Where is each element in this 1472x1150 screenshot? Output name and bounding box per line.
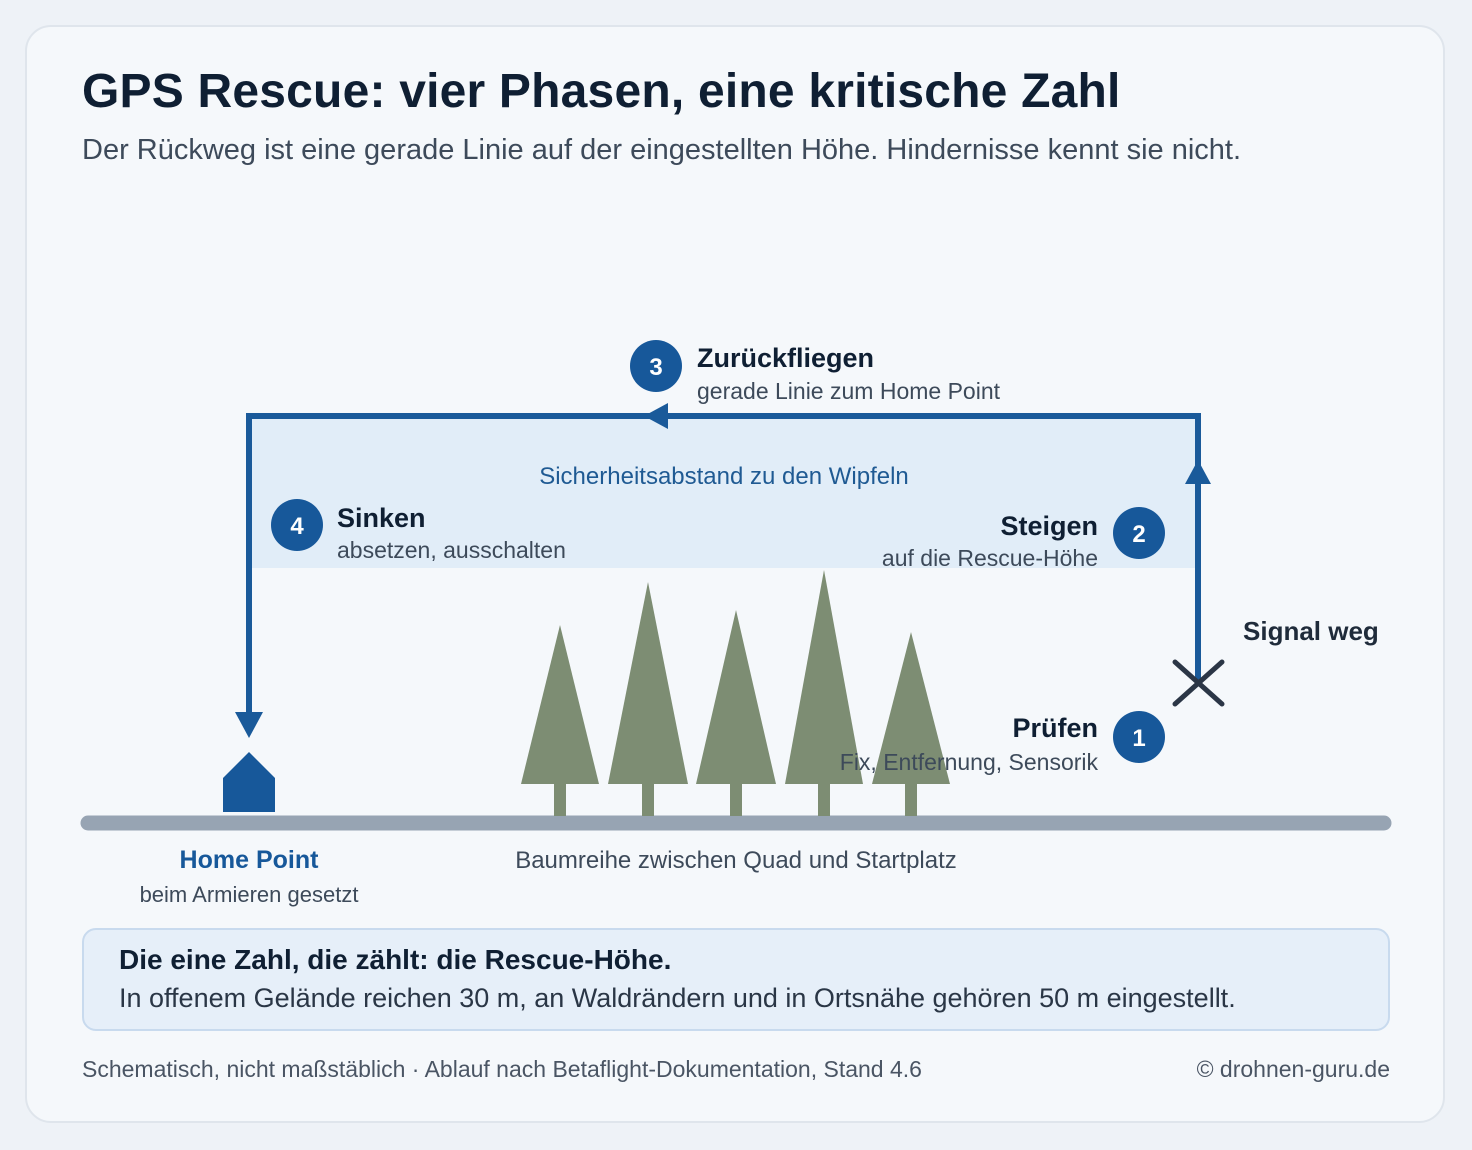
page-title: GPS Rescue: vier Phasen, eine kritische … (82, 65, 1121, 118)
tree (872, 632, 950, 816)
phase-badge (271, 499, 323, 551)
phase-4: 4 Sinken absetzen, ausschalten (271, 499, 566, 563)
tree (696, 610, 776, 816)
phase-number: 1 (1132, 725, 1145, 752)
arrow-down-icon (235, 712, 263, 738)
source-note: Schematisch, nicht maßstäblich · Ablauf … (82, 1056, 922, 1082)
page-subtitle: Der Rückweg ist eine gerade Linie auf de… (82, 134, 1242, 166)
signal-lost-cross-icon (1172, 659, 1225, 707)
home-point-label: Home Point (180, 846, 320, 874)
phase-title: Prüfen (1012, 713, 1098, 743)
callout-heading: Die eine Zahl, die zählt: die Rescue-Höh… (119, 944, 672, 975)
phase-description: auf die Rescue-Höhe (882, 545, 1098, 571)
phase-badge (630, 340, 682, 392)
phase-title: Steigen (1000, 511, 1098, 541)
arrow-up-icon (1185, 460, 1211, 484)
phase-number: 3 (649, 354, 662, 381)
rescue-flight-path (246, 413, 1201, 722)
callout-body: In offenem Gelände reichen 30 m, an Wald… (119, 983, 1236, 1013)
phase-3: 3 Zurückfliegen gerade Linie zum Home Po… (630, 340, 1001, 404)
phase-number: 2 (1132, 521, 1145, 548)
copyright-note: © drohnen-guru.de (1196, 1056, 1390, 1082)
phase-badge (1113, 507, 1165, 559)
arrow-left-icon (644, 403, 668, 429)
home-point-marker-icon (223, 752, 275, 812)
tree (521, 625, 599, 816)
phase-title: Zurückfliegen (697, 343, 874, 373)
phase-title: Sinken (337, 503, 426, 533)
phase-badge (1113, 711, 1165, 763)
home-point-sublabel: beim Armieren gesetzt (140, 882, 359, 907)
tree-row (521, 570, 950, 816)
phase-description: gerade Linie zum Home Point (697, 378, 1001, 404)
rescue-height-callout: Die eine Zahl, die zählt: die Rescue-Höh… (82, 928, 1390, 1031)
signal-lost-label: Signal weg (1243, 616, 1379, 646)
safety-zone (250, 418, 1198, 568)
phase-description: Fix, Entfernung, Sensorik (840, 749, 1099, 775)
trees-label: Baumreihe zwischen Quad und Startplatz (515, 847, 957, 874)
phase-number: 4 (290, 513, 304, 540)
phase-2: 2 Steigen auf die Rescue-Höhe (882, 507, 1165, 571)
tree (608, 582, 688, 816)
tree (785, 570, 863, 816)
phase-description: absetzen, ausschalten (337, 537, 566, 563)
phase-1: 1 Prüfen Fix, Entfernung, Sensorik (840, 711, 1165, 775)
safety-zone-label: Sicherheitsabstand zu den Wipfeln (539, 463, 909, 490)
